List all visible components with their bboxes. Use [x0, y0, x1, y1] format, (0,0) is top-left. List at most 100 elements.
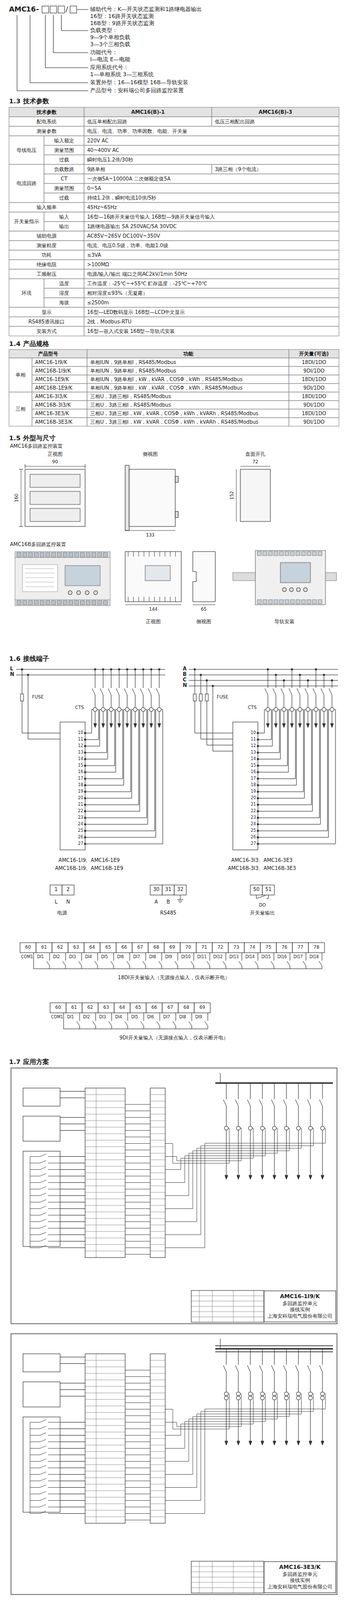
signal-name: DO: [258, 901, 266, 907]
table-rule: [85, 1475, 126, 1477]
arrow-head: [260, 1439, 264, 1444]
di-wire: [65, 964, 67, 968]
terminal-screw: [97, 599, 102, 604]
signal-name: B: [166, 897, 171, 904]
ct-wire: [85, 708, 126, 785]
di-wire: [127, 1011, 129, 1020]
di-wire: [97, 951, 99, 960]
terminal-dot: [84, 731, 87, 734]
switch-blade: [30, 1178, 47, 1182]
table-rule: [199, 1288, 200, 1321]
ct-wire: [125, 1193, 151, 1195]
feeder-line: [275, 693, 277, 707]
table-cell: [87, 349, 289, 358]
table-cell-text: 海拔: [59, 299, 70, 306]
control-wire: [60, 1219, 86, 1221]
table-rule: [150, 1242, 166, 1244]
breaker-blade: [156, 687, 160, 694]
terminal-number: 20: [78, 794, 84, 800]
terminal-box: [174, 883, 187, 894]
control-wire: [60, 1478, 86, 1480]
terminal-box: [52, 941, 69, 952]
ct-wire: [257, 708, 290, 772]
table-rule: [150, 1138, 166, 1140]
leader-line: [53, 15, 89, 53]
di-wire: [209, 964, 211, 968]
table-rule: [150, 1112, 166, 1114]
ct-wire: [85, 708, 110, 759]
table-cell-text: 测量参数: [36, 128, 57, 135]
table-cell: [44, 211, 85, 222]
bus-label: N: [182, 681, 187, 688]
terminal-screw: [40, 551, 45, 557]
table-cell: [44, 154, 85, 165]
leader-line: [61, 15, 89, 31]
table-cell: [44, 297, 85, 307]
switch-blade: [30, 1243, 47, 1247]
table-cell: [32, 400, 88, 409]
switch-blade: [30, 1165, 47, 1169]
control-wire: [60, 1167, 86, 1169]
ct-symbol: [157, 706, 162, 711]
ct-symbol: [313, 706, 318, 711]
feeder-line: [226, 1346, 227, 1363]
feeder-line: [283, 679, 285, 687]
di-wire: [321, 951, 323, 960]
feeder-line: [315, 668, 317, 687]
voltage-tap: [212, 684, 214, 751]
table-cell-text: 16型—LED数码显示 16B型—LCD中文显示: [87, 308, 185, 315]
di-wire: [175, 1011, 177, 1020]
terminal-box: [146, 1001, 163, 1012]
terminal-screw: [312, 598, 317, 603]
table-cell: [211, 116, 339, 127]
table-rule: [85, 1358, 126, 1359]
dimension-tick: [19, 525, 24, 527]
ct-wire: [125, 1387, 151, 1388]
control-wire: [60, 1498, 86, 1499]
ct-symbol: [117, 706, 122, 711]
feeder-line: [286, 1346, 287, 1363]
title-block: AMC16-3E3/K多回路监控单元接线实例上海安科瑞电气股份有限公司: [263, 1559, 336, 1591]
terminal-dot: [84, 737, 87, 740]
table-cell: [84, 173, 339, 184]
code-description: 1—单相系统 3—三相系统: [90, 71, 155, 78]
feeder-line: [298, 1398, 299, 1441]
terminal-screw: [306, 598, 311, 603]
table-cell-text: 三相: [15, 405, 26, 412]
table-rule: [150, 1210, 166, 1211]
feeder-line: [127, 710, 128, 724]
table-rule: [85, 1417, 126, 1418]
feeder-line: [315, 693, 317, 707]
table-rule: [191, 1574, 264, 1576]
terminal-number: 13: [250, 749, 256, 755]
terminal-tick: [128, 595, 129, 601]
terminal-dot: [84, 828, 87, 831]
table-cell: [9, 357, 33, 392]
ct-symbol: [320, 1389, 325, 1395]
common-line: [30, 1420, 31, 1512]
ct-wire: [125, 1135, 151, 1136]
connector: [175, 510, 179, 517]
table-cell: [87, 366, 289, 375]
switch-blade: [190, 959, 194, 965]
ct-wire: [125, 1167, 151, 1169]
table-rule: [150, 1099, 166, 1101]
figure-title: AMC16B多回路监控装置: [10, 540, 67, 547]
common-line: [63, 1027, 208, 1028]
table-cell-text: 功能: [183, 350, 194, 357]
di-wire: [273, 964, 275, 968]
terminal-dot: [256, 809, 259, 812]
ct-wire: [85, 708, 94, 733]
control-wire: [60, 1128, 86, 1130]
control-wire: [48, 1485, 61, 1486]
terminal-number: 63: [103, 1003, 109, 1009]
breaker-blade: [264, 687, 268, 694]
parts-list: [191, 1559, 264, 1591]
control-wire: [48, 1420, 61, 1421]
feeder-line: [250, 1346, 251, 1363]
signal-name: COM1: [21, 953, 34, 959]
terminal-number: 17: [250, 775, 256, 781]
ct-symbol: [289, 706, 294, 711]
switch-blade: [140, 1019, 144, 1025]
table-rule: [85, 1423, 126, 1425]
